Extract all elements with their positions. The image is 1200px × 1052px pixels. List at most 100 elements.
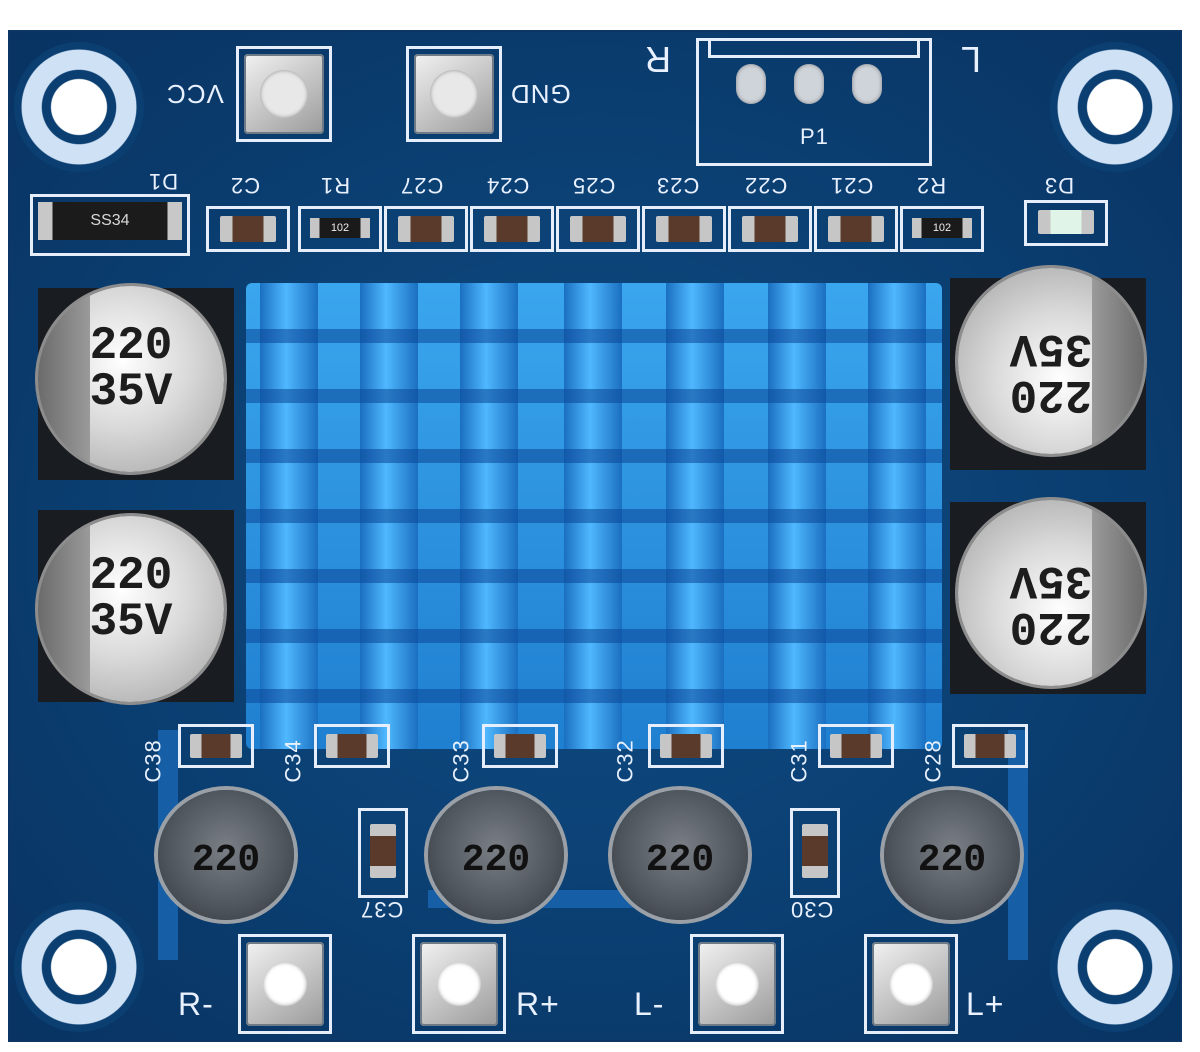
label-r1: R1 xyxy=(320,173,351,198)
c24-outline xyxy=(470,206,554,252)
cap-value: 220 xyxy=(89,320,173,372)
mounting-hole-top-right xyxy=(1050,42,1180,172)
cap-voltage: 35V xyxy=(1009,554,1093,606)
c23-outline xyxy=(642,206,726,252)
d3-led xyxy=(1038,210,1094,234)
label-c22: C22 xyxy=(744,173,788,198)
c32-capacitor xyxy=(660,734,712,758)
c30-outline xyxy=(790,808,840,898)
r-minus-pad-hole xyxy=(263,962,307,1006)
c28-capacitor xyxy=(964,734,1016,758)
label-c32: C32 xyxy=(612,739,638,783)
label-c33: C33 xyxy=(448,739,474,783)
l-minus-label: L- xyxy=(634,986,665,1022)
c23-capacitor xyxy=(656,216,712,242)
c2-outline xyxy=(206,206,290,252)
r-minus-pad-outline xyxy=(238,934,332,1034)
c21-outline xyxy=(814,206,898,252)
l-plus-pad-outline xyxy=(864,934,958,1034)
p1-pin-1 xyxy=(736,64,766,104)
c27-outline xyxy=(384,206,468,252)
c27-capacitor xyxy=(398,216,454,242)
right-channel-label: R xyxy=(644,39,671,80)
mounting-hole-bottom-left xyxy=(14,902,144,1032)
electrolytic-cap-right-bottom: 220 35V xyxy=(958,500,1144,686)
c28-outline xyxy=(952,724,1028,768)
label-c28: C28 xyxy=(920,739,946,783)
r2-outline xyxy=(900,206,984,252)
inductor-3: 220 xyxy=(612,790,748,920)
p1-connector-inner xyxy=(708,38,920,58)
label-c30: C30 xyxy=(790,897,834,922)
p1-pin-3 xyxy=(852,64,882,104)
left-channel-label: L xyxy=(960,39,982,80)
d3-outline xyxy=(1024,200,1108,246)
label-c23: C23 xyxy=(656,173,700,198)
electrolytic-cap-left-top: 220 35V xyxy=(38,286,224,472)
r2-resistor: 102 xyxy=(912,218,972,238)
c37-capacitor xyxy=(370,824,396,878)
inductor-2: 220 xyxy=(428,790,564,920)
label-c24: C24 xyxy=(486,173,530,198)
c22-capacitor xyxy=(742,216,798,242)
c33-outline xyxy=(482,724,558,768)
d3-label: D3 xyxy=(1044,173,1075,198)
label-c25: C25 xyxy=(572,173,616,198)
c31-outline xyxy=(818,724,894,768)
vcc-pad-outline xyxy=(236,46,332,142)
label-c2: C2 xyxy=(230,173,261,198)
heatsink xyxy=(246,283,942,749)
c22-outline xyxy=(728,206,812,252)
cap-voltage: 35V xyxy=(1009,322,1093,374)
heatsink-ridges xyxy=(246,283,942,749)
label-c37: C37 xyxy=(360,897,404,922)
label-c38: C38 xyxy=(140,739,166,783)
cap-voltage: 35V xyxy=(89,596,173,648)
c2-capacitor xyxy=(220,216,276,242)
d1-outline xyxy=(30,194,190,256)
r-plus-pad-hole xyxy=(437,962,481,1006)
label-r2: R2 xyxy=(916,173,947,198)
cap-value: 220 xyxy=(89,550,173,602)
c21-capacitor xyxy=(828,216,884,242)
c24-capacitor xyxy=(484,216,540,242)
inductor-1: 220 xyxy=(158,790,294,920)
c34-capacitor xyxy=(326,734,378,758)
r-plus-pad-outline xyxy=(412,934,506,1034)
inductor-value: 220 xyxy=(917,839,987,883)
r-plus-label: R+ xyxy=(516,986,560,1022)
label-c34: C34 xyxy=(280,739,306,783)
mounting-hole-top-left xyxy=(14,42,144,172)
inductor-4: 220 xyxy=(884,790,1020,920)
d1-diode: SS34 xyxy=(38,202,182,240)
cap-value: 220 xyxy=(1009,368,1093,420)
electrolytic-cap-left-bottom: 220 35V xyxy=(38,516,224,702)
gnd-pad-hole xyxy=(430,70,478,118)
c37-outline xyxy=(358,808,408,898)
l-plus-label: L+ xyxy=(966,986,1005,1022)
electrolytic-cap-right-top: 220 35V xyxy=(958,268,1144,454)
p1-label: P1 xyxy=(800,124,829,149)
c38-outline xyxy=(178,724,254,768)
c30-capacitor xyxy=(802,824,828,878)
label-c31: C31 xyxy=(786,739,812,783)
c38-capacitor xyxy=(190,734,242,758)
l-minus-pad-hole xyxy=(715,962,759,1006)
inductor-value: 220 xyxy=(191,839,261,883)
c32-outline xyxy=(648,724,724,768)
r-minus-label: R- xyxy=(178,986,214,1022)
c31-capacitor xyxy=(830,734,882,758)
cap-voltage: 35V xyxy=(89,366,173,418)
r1-resistor: 102 xyxy=(310,218,370,238)
gnd-pad-outline xyxy=(406,46,502,142)
cap-value: 220 xyxy=(1009,600,1093,652)
c25-outline xyxy=(556,206,640,252)
d1-label: D1 xyxy=(148,169,179,194)
label-c21: C21 xyxy=(830,173,874,198)
label-c27: C27 xyxy=(400,173,444,198)
pcb-board: VCC GND R L P1 D1 SS34 D3 C2 R1 C27 C24 … xyxy=(8,30,1182,1042)
p1-connector-outline xyxy=(696,38,932,166)
mounting-hole-bottom-right xyxy=(1050,902,1180,1032)
l-minus-pad-outline xyxy=(690,934,784,1034)
l-plus-pad-hole xyxy=(889,962,933,1006)
